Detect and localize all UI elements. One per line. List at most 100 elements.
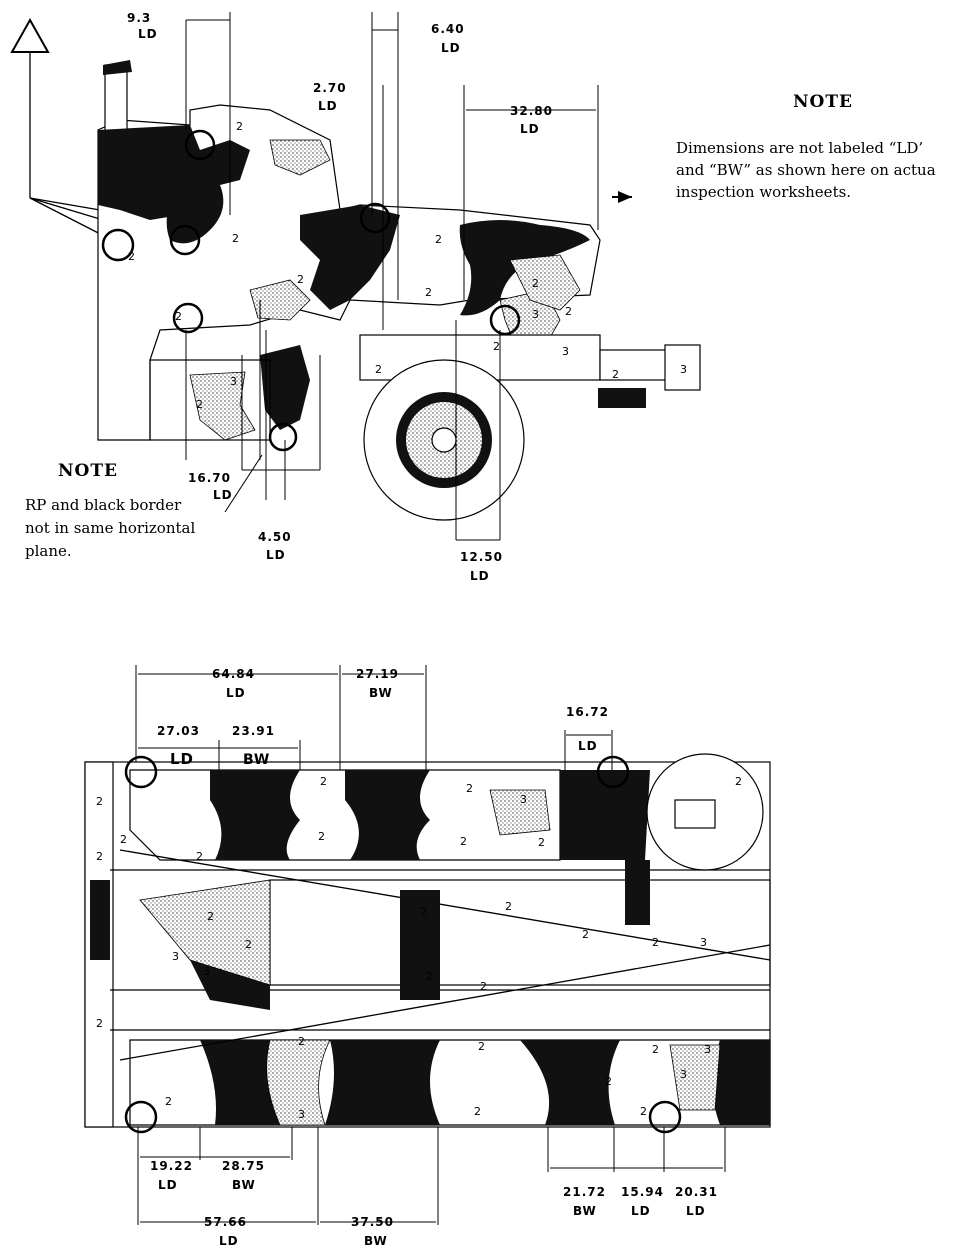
svg-text:2: 2: [652, 936, 659, 949]
dim-value: 2.70: [313, 81, 347, 95]
svg-text:3: 3: [520, 793, 527, 806]
svg-text:2: 2: [480, 980, 487, 993]
dim-code: LD: [213, 488, 233, 502]
note-line: not in same horizontal: [25, 519, 195, 537]
dim-value: 27.03: [157, 724, 200, 738]
dim-code: LD: [520, 122, 540, 136]
svg-text:3: 3: [680, 1068, 687, 1081]
svg-text:2: 2: [96, 1017, 103, 1030]
svg-text:3: 3: [532, 308, 539, 321]
svg-text:2: 2: [245, 938, 252, 951]
svg-text:2: 2: [474, 1105, 481, 1118]
svg-text:2: 2: [318, 830, 325, 843]
dim-code: LD: [631, 1204, 651, 1218]
dim-value: 9.3: [127, 11, 151, 25]
note-line: Dimensions are not labeled “LD’: [676, 139, 923, 157]
svg-text:2: 2: [505, 900, 512, 913]
svg-text:2: 2: [236, 120, 243, 133]
dim-code: LD: [578, 739, 598, 753]
svg-text:2: 2: [120, 833, 127, 846]
dim-value: 27.19: [356, 667, 399, 681]
dim-value: 64.84: [212, 667, 255, 681]
dim-value: 37.50: [351, 1215, 394, 1229]
svg-text:2: 2: [478, 1040, 485, 1053]
dim-value: 12.50: [460, 550, 503, 564]
svg-text:2: 2: [460, 835, 467, 848]
svg-text:2: 2: [605, 1075, 612, 1088]
svg-text:2: 2: [298, 1035, 305, 1048]
svg-text:2: 2: [612, 368, 619, 381]
dim-code: BW: [369, 686, 393, 700]
dim-code: LD: [219, 1234, 239, 1248]
dim-value: 20.31: [675, 1185, 718, 1199]
svg-text:2: 2: [375, 363, 382, 376]
dim-value: 15.94: [621, 1185, 664, 1199]
dim-value: 6.40: [431, 22, 465, 36]
dim-value: 21.72: [563, 1185, 606, 1199]
dim-code: BW: [364, 1234, 388, 1248]
note-line: RP and black border: [25, 496, 182, 514]
svg-text:2: 2: [165, 1095, 172, 1108]
note-line: plane.: [25, 542, 72, 560]
svg-text:3: 3: [680, 363, 687, 376]
top-view: 2 2 2 3 2 2 2 2 2 2 2 2 2 3 3 2 2 2 2 2 …: [84, 665, 771, 1248]
reference-triangle-icon: [10, 17, 50, 53]
svg-text:2: 2: [532, 277, 539, 290]
svg-text:2: 2: [196, 398, 203, 411]
svg-text:3: 3: [298, 1108, 305, 1121]
svg-text:2: 2: [420, 905, 427, 918]
svg-text:2: 2: [735, 775, 742, 788]
svg-text:3: 3: [562, 345, 569, 358]
svg-text:2: 2: [582, 928, 589, 941]
svg-text:3: 3: [704, 1043, 711, 1056]
note-line: and “BW” as shown here on actua: [676, 161, 936, 179]
dim-value: 19.22: [150, 1159, 193, 1173]
svg-text:3: 3: [172, 950, 179, 963]
dim-code: LD: [170, 750, 194, 768]
note-heading: NOTE: [793, 92, 853, 112]
dim-code: LD: [158, 1178, 178, 1192]
svg-text:3: 3: [203, 965, 210, 978]
svg-text:2: 2: [425, 286, 432, 299]
svg-text:2: 2: [493, 340, 500, 353]
dim-code: BW: [243, 752, 270, 768]
svg-text:2: 2: [232, 232, 239, 245]
svg-text:2: 2: [320, 775, 327, 788]
svg-text:2: 2: [96, 795, 103, 808]
svg-text:2: 2: [640, 1105, 647, 1118]
dim-code: LD: [138, 27, 158, 41]
dim-code: LD: [318, 99, 338, 113]
svg-text:2: 2: [435, 233, 442, 246]
note-dimensions-labels: NOTE Dimensions are not labeled “LD’ and…: [676, 92, 936, 201]
svg-text:2: 2: [207, 910, 214, 923]
svg-text:2: 2: [297, 273, 304, 286]
svg-text:2: 2: [565, 305, 572, 318]
dim-value: 28.75: [222, 1159, 265, 1173]
dim-value: 16.72: [566, 705, 609, 719]
dim-value: 57.66: [204, 1215, 247, 1229]
dim-value: 4.50: [258, 530, 292, 544]
svg-text:2: 2: [426, 970, 433, 983]
svg-text:2: 2: [196, 850, 203, 863]
svg-text:3: 3: [700, 936, 707, 949]
dim-code: LD: [470, 569, 490, 583]
dim-code: LD: [266, 548, 286, 562]
dim-code: LD: [686, 1204, 706, 1218]
svg-text:2: 2: [96, 850, 103, 863]
svg-text:2: 2: [538, 836, 545, 849]
dim-code: BW: [232, 1178, 256, 1192]
dim-value: 16.70: [188, 471, 231, 485]
svg-text:3: 3: [230, 375, 237, 388]
svg-text:2: 2: [175, 310, 182, 323]
note-line: inspection worksheets.: [676, 183, 851, 201]
dim-code: LD: [226, 686, 246, 700]
note-rp-border: NOTE RP and black border not in same hor…: [25, 461, 195, 560]
dim-code: LD: [441, 41, 461, 55]
dim-code: BW: [573, 1204, 597, 1218]
svg-text:2: 2: [128, 250, 135, 263]
note-heading: NOTE: [58, 461, 118, 481]
svg-text:2: 2: [466, 782, 473, 795]
svg-text:2: 2: [652, 1043, 659, 1056]
